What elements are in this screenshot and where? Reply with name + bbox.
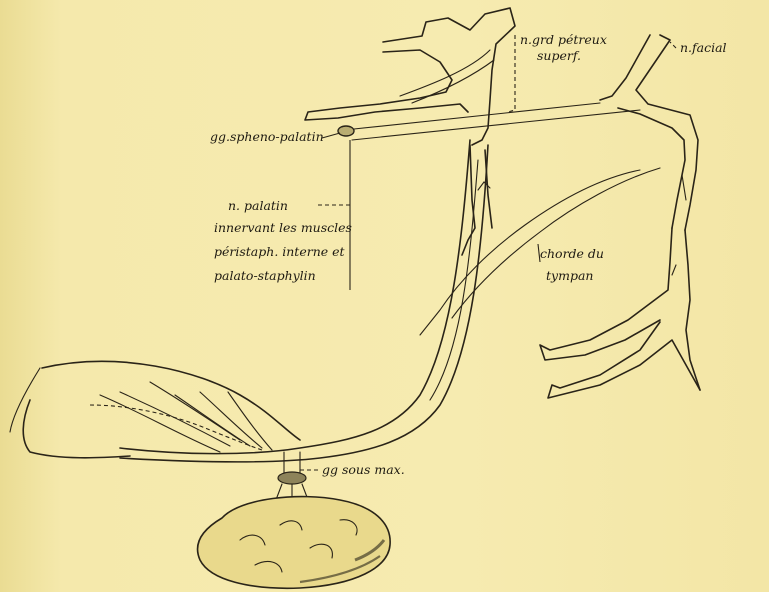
spheno-palatin-ganglion (338, 126, 354, 136)
label-palatin-palato: palato-staphylin (214, 270, 316, 283)
label-palatin-innervant: innervant les muscles (214, 222, 352, 235)
facial-leader (670, 42, 676, 48)
submaxillary-gland (198, 497, 391, 589)
label-spheno-palatin: gg.spheno-palatin (210, 131, 324, 144)
tongue-outline (10, 361, 300, 457)
label-palatin: n. palatin (228, 200, 288, 213)
label-grd-petreux-superf: superf. (537, 50, 581, 63)
grd-petreux-leader (508, 35, 515, 112)
label-chorde: chorde du (540, 248, 604, 261)
label-sous-max: gg sous max. (322, 464, 405, 477)
label-chorde-tympan: tympan (546, 270, 593, 283)
petrous-connection (354, 103, 600, 129)
label-facial: n.facial (680, 42, 727, 55)
facial-nerve (540, 35, 700, 398)
chorda-tympani (420, 170, 640, 335)
label-palatin-peristaph: péristaph. interne et (214, 246, 345, 259)
label-grd-petreux: n.grd pétreux (520, 34, 607, 47)
spheno-palatin-leader (322, 133, 340, 138)
lingual-nerve (120, 140, 488, 462)
